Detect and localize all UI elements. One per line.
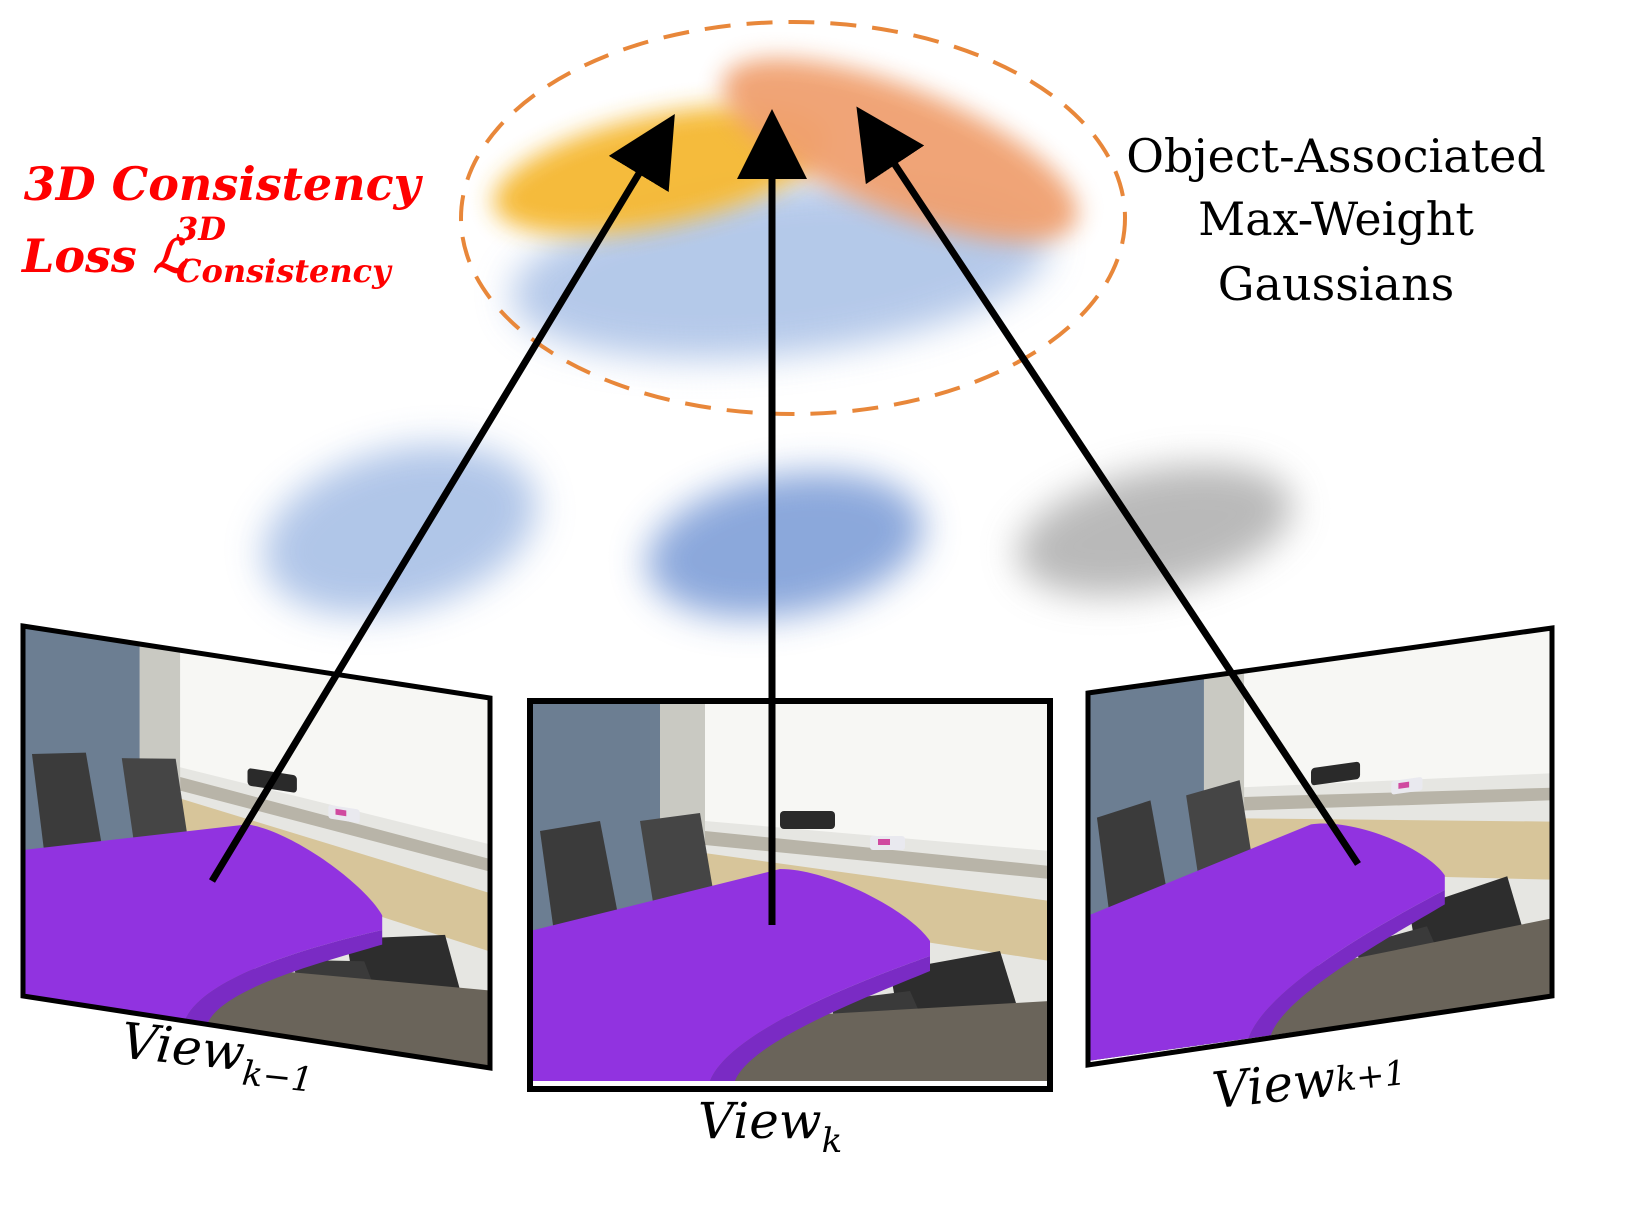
view-image-left (20, 623, 493, 1071)
gaussian-cluster (263, 58, 1293, 619)
projection-arrows (209, 106, 1361, 925)
view-label-center: Viewk (698, 1092, 842, 1161)
gaussians-label-line3: Gaussians (1218, 257, 1454, 311)
loss-label: 3D Consistency Loss ℒ 3D Consistency (20, 157, 424, 290)
loss-superscript: 3D (176, 210, 226, 248)
loss-label-line2: Loss ℒ (20, 229, 188, 283)
gaussian-blue-left (263, 444, 537, 616)
svg-text:Viewk+1: Viewk+1 (1209, 1042, 1408, 1120)
loss-label-line1: 3D Consistency (24, 157, 424, 211)
view-label-right: Viewk+1 (1209, 1042, 1408, 1120)
view-image-center (527, 698, 1053, 1092)
gaussian-gray-right (1017, 464, 1293, 596)
arrow-right (856, 106, 1361, 866)
view-label-left: Viewk−1 (117, 1012, 317, 1101)
gaussian-blue-center (646, 471, 924, 619)
svg-text:Viewk: Viewk (698, 1092, 842, 1161)
max-weight-selection-ellipse (459, 20, 1127, 416)
gaussians-label: Object-Associated Max-Weight Gaussians (1126, 129, 1546, 311)
arrow-left (209, 114, 675, 883)
gaussians-label-line1: Object-Associated (1126, 129, 1546, 183)
view-image-right (1085, 625, 1555, 1068)
loss-subscript: Consistency (176, 252, 393, 290)
gaussians-label-line2: Max-Weight (1198, 192, 1474, 246)
svg-text:Viewk−1: Viewk−1 (117, 1012, 317, 1101)
